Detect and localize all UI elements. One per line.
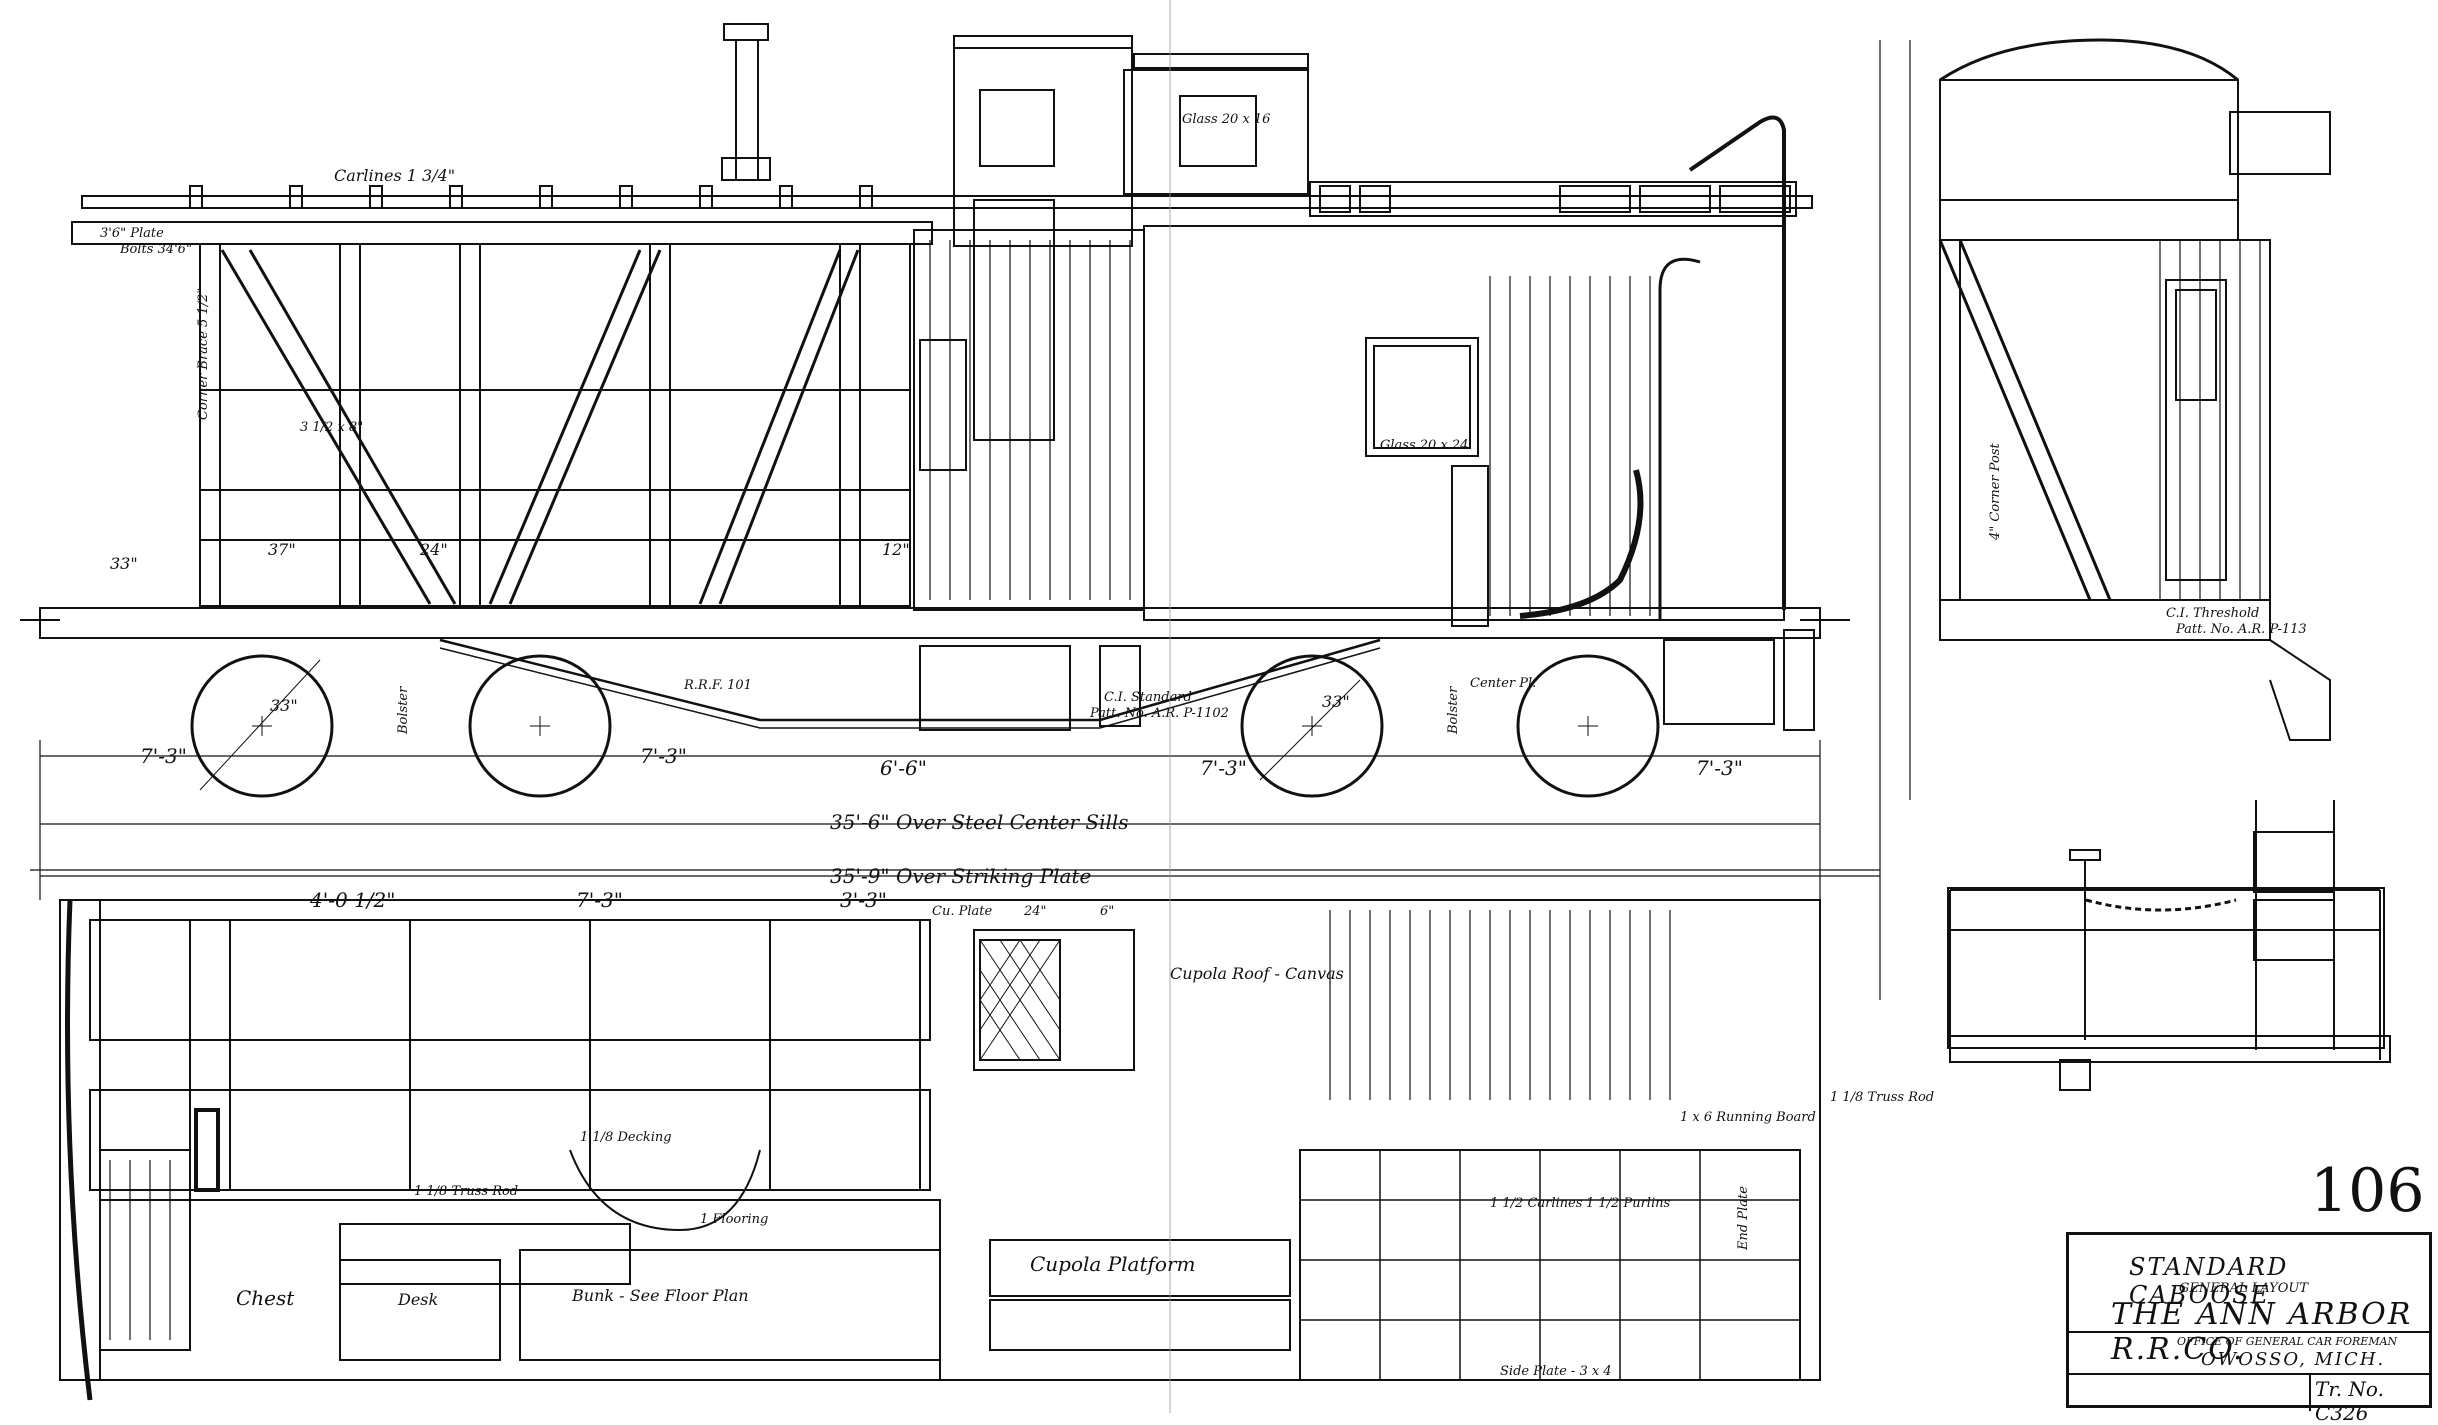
title-divider [2069,1331,2429,1333]
wheel [1240,654,1384,798]
dim-73a-label: 7'-3" [140,744,187,768]
corner-post-label: 4" Corner Post [1988,443,2003,540]
sheet-number: 106 [2310,1156,2425,1226]
plan-view [30,869,1880,1401]
desk-label: Desk [398,1290,439,1309]
diagonal-brace [488,249,642,605]
ci-threshold-sub-label: Patt. No. A.R. P-113 [2176,622,2307,637]
underframe [39,607,1821,639]
cu-plate-label: Cu. Plate [932,904,993,919]
wheel [1516,654,1660,798]
side-window [1365,337,1479,457]
wheel [190,654,334,798]
cupola-platform-label: Cupola Platform [1030,1252,1196,1276]
chest-label: Chest [236,1286,295,1310]
truss-rod [439,638,1381,722]
platform-railing-detail [1947,800,2391,1091]
carlines-plan-label: 1 1/2 Carlines [1490,1196,1583,1211]
bolster-left-label: Bolster [396,686,411,734]
dim-40-label: 4'-0 1/2" [310,888,396,912]
diagonal-brace [698,249,842,605]
truss-rod-right-label: 1 1/8 Truss Rod [1830,1090,1935,1105]
end-plate-label: End Plate [1736,1186,1751,1250]
wheel-33b-label: 33" [1322,692,1350,711]
grab-handle [1688,115,1786,610]
dim-33-plan-label: 3'-3" [840,888,887,912]
smoke-stack [723,23,769,41]
dim-66-label: 6'-6" [880,756,927,780]
plate-sub-label: Bolts 34'6" [120,242,192,257]
purlins-label: 1 1/2 Purlins [1586,1196,1671,1211]
corner-brace-label: Corner Brace 5 1/2" [196,287,211,420]
glass-window-label: Glass 20 x 24 [1380,438,1469,453]
dim-33-label: 33" [110,554,138,573]
bunk-label: Bunk - See Floor Plan [572,1286,749,1305]
flooring-label: 1 Flooring [700,1212,769,1227]
ci-standard-label: C.I. Standard [1104,690,1192,705]
desk-outline [339,1259,501,1361]
decking-label: 1 1/8 Decking [580,1130,672,1145]
diagonal-brace [220,249,432,605]
over-plate-label: 35'-9" Over Striking Plate [830,864,1092,888]
over-sills-label: 35'-6" Over Steel Center Sills [830,810,1129,834]
dim-73b-label: 7'-3" [640,744,687,768]
safety-chain [2085,898,2237,912]
title-line-2: GENERAL LAYOUT [2179,1281,2309,1296]
end-roof-arc [1939,38,2239,82]
bunk-outline [519,1249,941,1361]
dim-73c-label: 7'-3" [1200,756,1247,780]
side-plate-label: Side Plate - 3 x 4 [1500,1364,1612,1379]
dim-24-label: 24" [420,540,448,559]
dim-24-plan-label: 24" [1024,904,1047,919]
running-board-label: 1 x 6 Running Board [1680,1110,1816,1125]
cupola-roof-label: Cupola Roof - Canvas [1170,964,1344,983]
car-body-frame [199,243,911,607]
rrf101-label: R.R.F. 101 [684,678,752,693]
wheel [468,654,612,798]
plate-top-label: 3'6" Plate [100,226,164,241]
dim-12-label: 12" [882,540,910,559]
cupola-platform-outline [989,1239,1291,1297]
title-line-5: OWOSSO, MICH. [2201,1349,2386,1370]
title-vertical-divider [2309,1373,2311,1411]
dim-73-plan-label: 7'-3" [576,888,623,912]
dim-37-label: 37" [268,540,296,559]
title-line-4: OFFICE OF GENERAL CAR FOREMAN [2177,1335,2398,1348]
title-block: STANDARD CABOOSE GENERAL LAYOUT THE ANN … [2066,1232,2432,1425]
center-pl-label: Center Pl. [1470,676,1537,691]
striking-plate [65,899,93,1401]
title-line-3: THE ANN ARBOR R.R.CO. [2111,1297,2413,1367]
end-elevation [1938,38,2331,741]
roof-running-board [81,195,1813,209]
ci-threshold-label: C.I. Threshold [2166,606,2260,621]
cupola-window [1179,95,1257,167]
side-elevation [20,23,1911,1000]
bolster-right-label: Bolster [1446,686,1461,734]
end-door [2165,279,2227,581]
title-line-1: STANDARD CABOOSE [2129,1253,2289,1309]
wheel-33-label: 33" [270,696,298,715]
title-divider-2 [2069,1373,2429,1375]
truss-rod-label: 1 1/8 Truss Rod [414,1184,519,1199]
glass-cupola-label: Glass 20 x 16 [1182,112,1271,127]
carlines-label: Carlines 1 3/4" [334,166,456,185]
dim-73d-label: 7'-3" [1696,756,1743,780]
dim-6-label: 6" [1100,904,1115,919]
drawing-number: Tr. No. C326 [2315,1377,2384,1425]
air-hose [1519,469,1644,619]
ci-standard-sub-label: Patt. No. A.R. P-1102 [1090,706,1229,721]
brace-dim-label: 3 1/2 x 8" [300,420,364,435]
caboose-body-right [1143,225,1785,621]
